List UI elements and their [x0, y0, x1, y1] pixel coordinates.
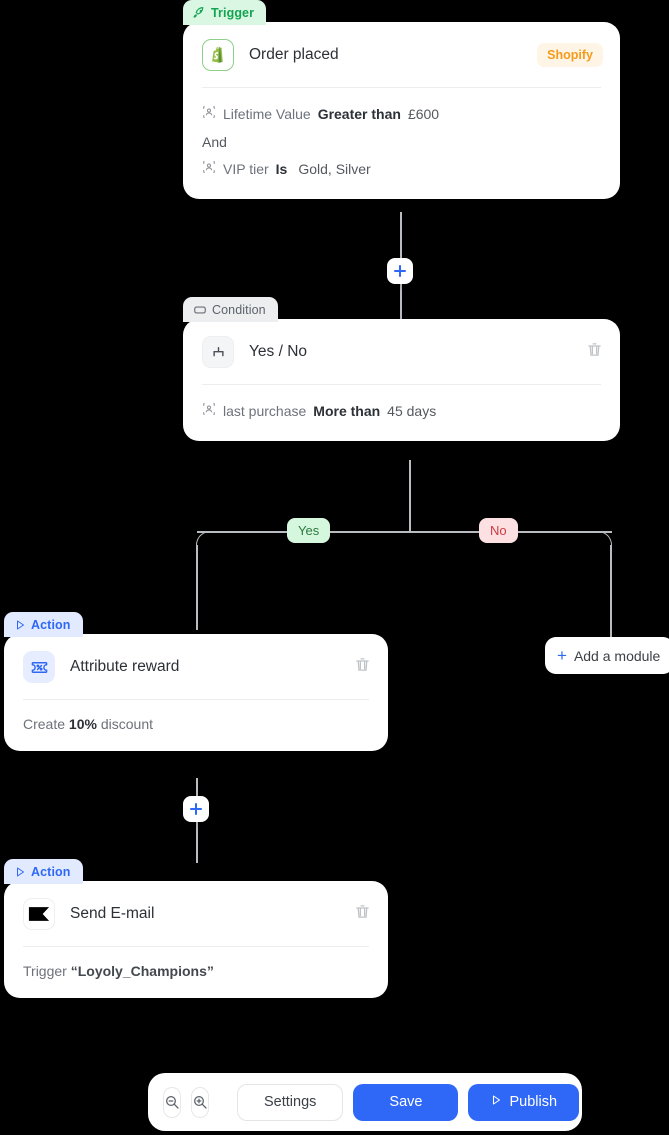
action-email-body: Trigger “Loyoly_Champions”: [4, 947, 388, 998]
action-reward-prefix: Create: [23, 716, 66, 732]
trigger-rule-2-field: VIP tier: [223, 161, 269, 177]
publish-label: Publish: [509, 1094, 558, 1110]
action-email-trigger-name: “Loyoly_Champions”: [70, 963, 214, 979]
action-reward-detail[interactable]: Create 10% discount: [23, 716, 369, 732]
plus-icon: +: [557, 646, 567, 665]
shopify-icon: [202, 39, 234, 71]
trigger-title: Order placed: [249, 46, 339, 63]
trigger-card-header: Order placed Shopify: [183, 22, 620, 87]
branch-label-yes[interactable]: Yes: [287, 518, 331, 543]
trash-icon[interactable]: [354, 903, 371, 925]
rectangle-icon: [193, 303, 207, 317]
klaviyo-flag-icon: [23, 898, 55, 930]
action-reward-amount: 10%: [68, 716, 97, 732]
connector-yes-drop: [196, 545, 198, 630]
condition-card[interactable]: Yes / No last: [183, 319, 620, 441]
play-icon: [14, 866, 26, 878]
action-reward-divider: [23, 699, 369, 700]
rocket-icon: [193, 6, 206, 19]
condition-card-header: Yes / No: [183, 319, 620, 384]
save-button[interactable]: Save: [353, 1083, 459, 1121]
bottom-toolbar: Settings Save Publish: [148, 1073, 582, 1131]
badge-action-email-label: Action: [31, 864, 71, 879]
user-icon: [202, 159, 216, 180]
user-icon: [202, 401, 216, 422]
connector-no-drop: [610, 545, 612, 640]
zoom-in-icon[interactable]: [191, 1086, 209, 1118]
zoom-out-icon[interactable]: [163, 1086, 181, 1118]
connector-condition-stem: [409, 460, 411, 532]
action-email-title: Send E-mail: [70, 905, 155, 922]
trigger-rule-1-operator: Greater than: [317, 106, 401, 122]
action-email-detail[interactable]: Trigger “Loyoly_Champions”: [23, 963, 369, 979]
action-reward-header: Attribute reward: [4, 634, 388, 699]
action-reward-card[interactable]: Attribute reward Create 10% discount: [4, 634, 388, 751]
trigger-rule-1[interactable]: Lifetime Value Greater than £600: [202, 104, 601, 125]
trigger-rule-1-value: £600: [407, 106, 440, 122]
coupon-percent-icon: [23, 651, 55, 683]
action-reward-suffix: discount: [100, 716, 153, 732]
trigger-card[interactable]: Order placed Shopify Lifetime Value Grea…: [183, 22, 620, 199]
trigger-rule-2[interactable]: VIP tier Is Gold, Silver: [202, 159, 601, 180]
action-reward-title: Attribute reward: [70, 658, 180, 675]
condition-rule-1-operator: More than: [313, 403, 381, 419]
action-email-card[interactable]: Send E-mail Trigger “Loyoly_Champions”: [4, 881, 388, 998]
add-step-button-1[interactable]: [387, 258, 413, 284]
connector-corner-yes: [196, 531, 212, 547]
play-icon: [14, 619, 26, 631]
branch-label-no[interactable]: No: [479, 518, 518, 543]
condition-title: Yes / No: [249, 343, 308, 360]
trigger-rule-conjunction: And: [202, 134, 227, 150]
add-module-label: Add a module: [573, 647, 661, 664]
trash-icon[interactable]: [586, 341, 603, 363]
trigger-divider: [202, 87, 601, 88]
settings-button[interactable]: Settings: [237, 1083, 344, 1121]
vendor-badge-shopify[interactable]: Shopify: [537, 43, 603, 67]
trigger-rule-2-value: Gold, Silver: [298, 161, 371, 177]
add-module-button[interactable]: + Add a module: [545, 637, 669, 674]
connector-split-bar: [197, 531, 612, 533]
badge-condition: Condition: [183, 297, 278, 322]
badge-trigger-label: Trigger: [211, 5, 255, 20]
badge-action-email: Action: [4, 859, 83, 884]
action-email-prefix: Trigger: [23, 963, 67, 979]
action-email-header: Send E-mail: [4, 881, 388, 946]
condition-rule-1[interactable]: last purchase More than 45 days: [202, 401, 601, 422]
condition-rule-1-value: 45 days: [387, 403, 437, 419]
add-step-button-2[interactable]: [183, 796, 209, 822]
action-reward-body: Create 10% discount: [4, 700, 388, 751]
publish-button[interactable]: Publish: [468, 1083, 580, 1121]
badge-action-reward: Action: [4, 612, 83, 637]
badge-action-reward-label: Action: [31, 617, 71, 632]
trash-icon[interactable]: [354, 656, 371, 678]
play-icon: [490, 1094, 502, 1110]
branch-icon: [202, 336, 234, 368]
condition-card-body: last purchase More than 45 days: [183, 385, 620, 441]
trigger-card-body: Lifetime Value Greater than £600 And VIP…: [183, 88, 620, 199]
condition-divider: [202, 384, 601, 385]
action-email-divider: [23, 946, 369, 947]
trigger-rule-2-operator: Is: [275, 161, 288, 177]
user-icon: [202, 104, 216, 125]
badge-condition-label: Condition: [212, 302, 266, 317]
trigger-rule-1-field: Lifetime Value: [223, 106, 311, 122]
badge-trigger: Trigger: [183, 0, 267, 25]
condition-rule-1-field: last purchase: [223, 403, 307, 419]
